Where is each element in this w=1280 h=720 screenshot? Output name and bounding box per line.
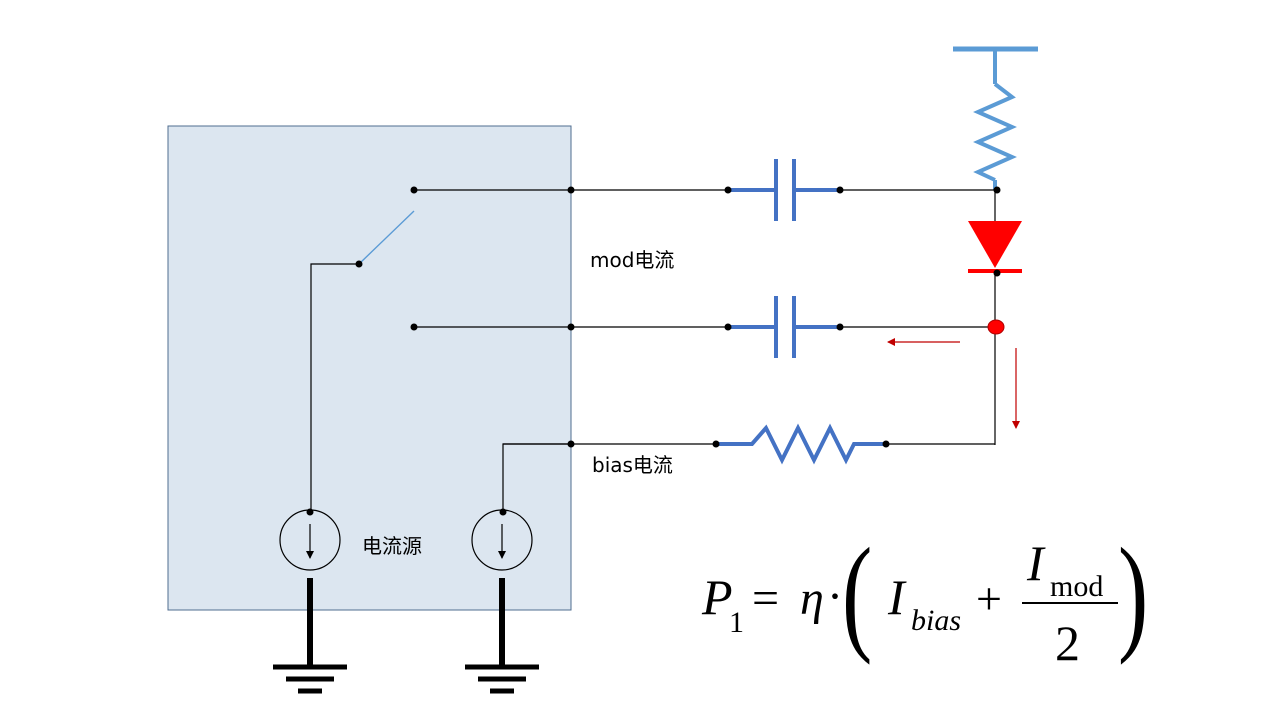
formula-i-mod-symbol: I	[1026, 535, 1046, 591]
power-formula: P 1 = η · ( I bias + I mod 2 )	[701, 522, 1148, 671]
ground-icon-left	[273, 578, 347, 694]
junction-dots	[306, 186, 1001, 516]
bias-current-label: bias电流	[592, 453, 673, 477]
formula-equals: =	[752, 572, 779, 625]
formula-p-subscript: 1	[729, 606, 744, 639]
formula-i-bias-symbol: I	[887, 569, 907, 625]
formula-p-symbol: P	[701, 569, 733, 625]
formula-denominator: 2	[1055, 615, 1080, 671]
formula-eta: η	[800, 572, 824, 625]
bias-resistor	[716, 423, 886, 465]
switch-source-wire	[310, 263, 359, 512]
switch-lever	[358, 210, 415, 265]
current-split-node	[987, 319, 1005, 335]
laser-diode-icon	[968, 221, 1022, 268]
ground-icon-right	[465, 578, 539, 694]
formula-i-mod-subscript: mod	[1050, 570, 1103, 603]
mod-current-label: mod电流	[590, 248, 674, 272]
formula-dot: ·	[827, 570, 843, 623]
formula-right-paren: )	[1118, 522, 1148, 666]
formula-plus: +	[976, 573, 1002, 624]
current-source-label: 电流源	[362, 534, 422, 558]
formula-i-bias-subscript: bias	[911, 604, 961, 637]
pullup-resistor	[973, 82, 1017, 182]
top-capacitor	[728, 159, 840, 221]
bias-source-wire	[502, 443, 571, 512]
middle-capacitor	[728, 296, 840, 358]
formula-left-paren: (	[842, 522, 872, 666]
driver-chip-box	[167, 125, 572, 611]
